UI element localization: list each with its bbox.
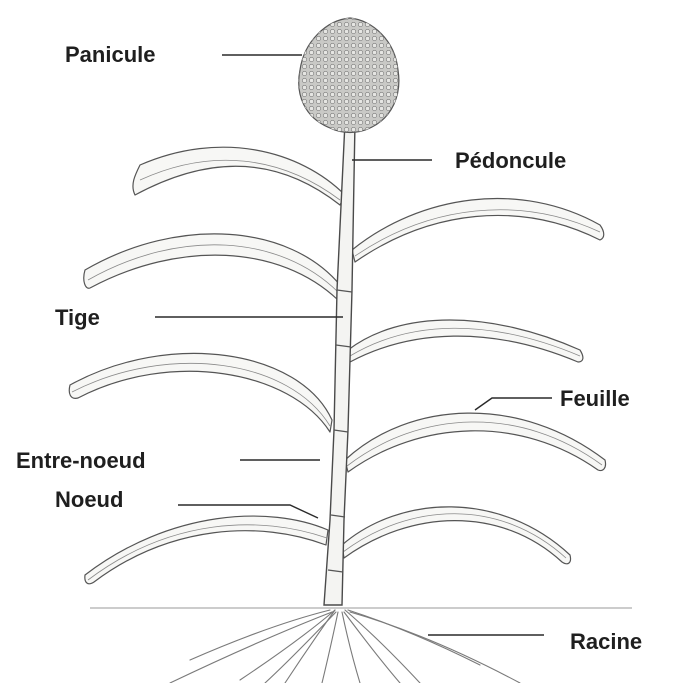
label-panicule: Panicule	[65, 42, 155, 67]
label-feuille: Feuille	[560, 386, 630, 411]
label-racine: Racine	[570, 629, 642, 654]
label-tige: Tige	[55, 305, 100, 330]
label-entre-noeud: Entre-noeud	[16, 448, 146, 473]
panicle	[299, 18, 399, 133]
feuille-leader	[475, 398, 552, 410]
roots	[170, 610, 520, 683]
label-noeud: Noeud	[55, 487, 123, 512]
label-pedoncule: Pédoncule	[455, 148, 566, 173]
